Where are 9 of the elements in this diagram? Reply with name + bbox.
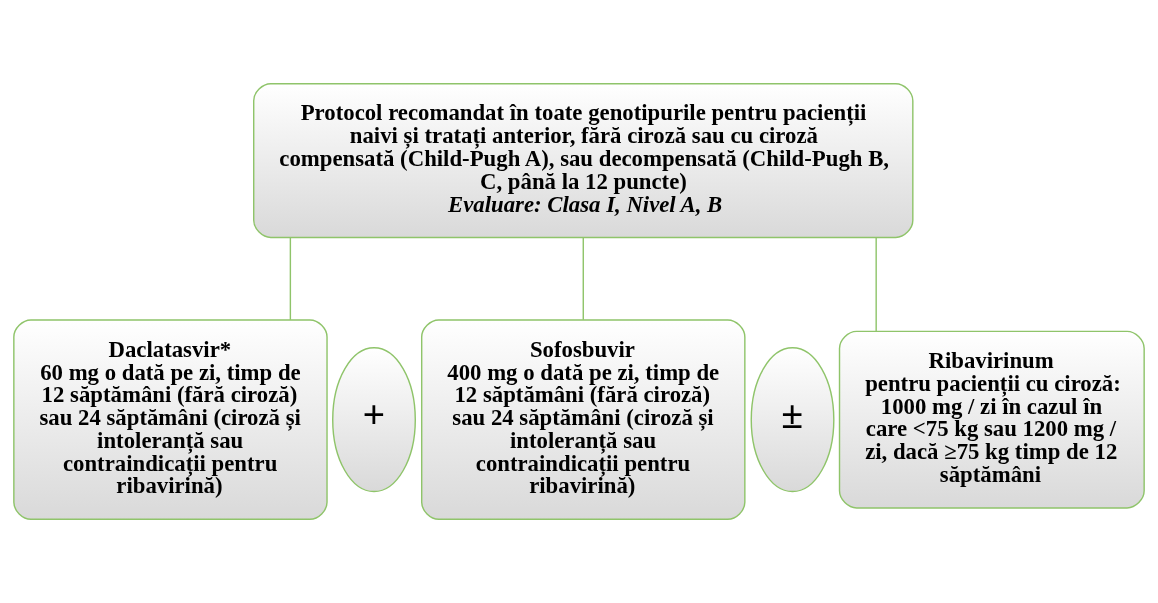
connector (875, 236, 877, 332)
node-ellipse: + (332, 347, 416, 493)
node-ellipse: ± (750, 347, 835, 493)
node-box: Sofosbuvir 400 mg o dată pe zi, timp de 12 săptămâni (fără ciroză) sau 24 săptămâni (ciroză și intoleranță sau contraindicații pentru ribavirină) (421, 319, 746, 520)
connector (582, 236, 584, 321)
node-box: Daclatasvir* 60 mg o dată pe zi, timp de 12 săptămâni (fără ciroză) sau 24 săptămâni (ciroză și intoleranță sau contraindicații pentru ribavirină) (13, 319, 328, 520)
node-box: Ribavirinum pentru pacienții cu ciroză: 1000 mg / zi în cazul în care <75 kg sau 1200 mg / zi, dacă ≥75 kg timp de 12 săptămâni (838, 330, 1145, 509)
node-box: Protocol recomandat în toate genotipurile pentru pacienții naivi și tratați anterior, fără ciroză sau cu ciroză compensată (Child-Pugh A), sau decompensată (Child-Pugh B, C, până la 12 puncte) Evaluare: Clasa I, Nivel A, B (253, 83, 914, 239)
connector (289, 236, 292, 321)
